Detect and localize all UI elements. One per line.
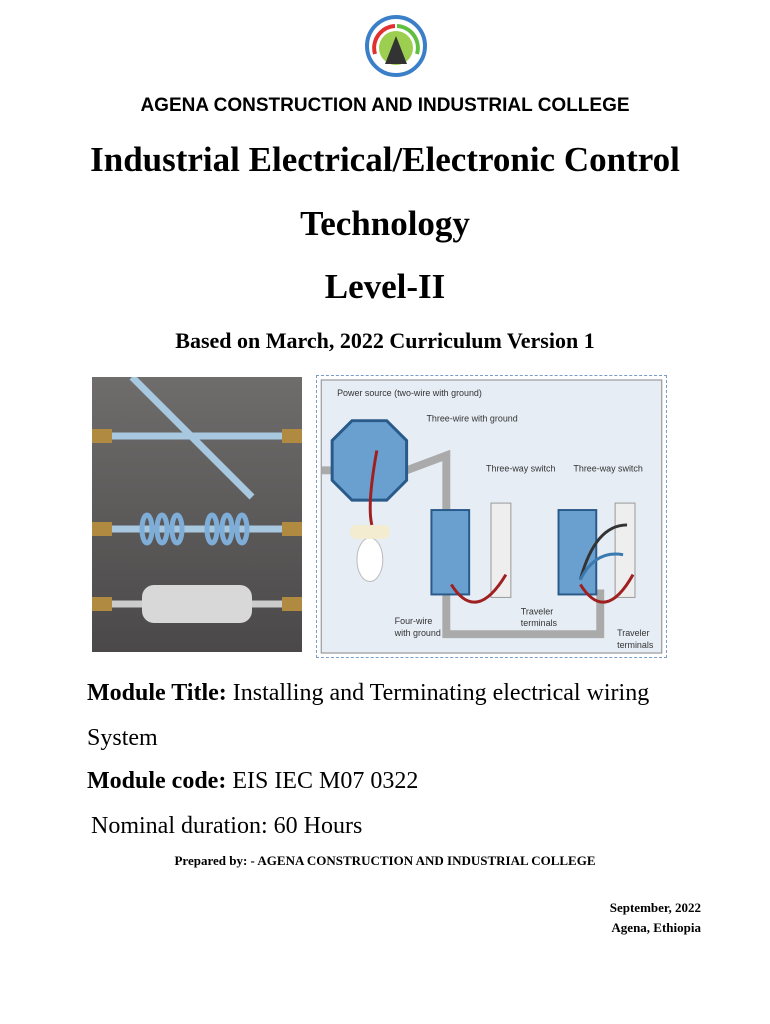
label-three-wire: Three-wire with ground [426, 414, 517, 424]
curriculum-basis: Based on March, 2022 Curriculum Version … [175, 328, 595, 353]
college-logo [365, 15, 427, 77]
module-code-value: EIS IEC M07 0322 [226, 768, 419, 794]
title-line-2: Technology [300, 204, 470, 243]
three-way-switch-wiring-diagram: Power source (two-wire with ground) Thre… [316, 375, 667, 658]
module-code-label: Module code: [87, 768, 227, 794]
label-traveler-1b: terminals [521, 618, 558, 628]
label-switch-2: Three-way switch [573, 463, 642, 473]
module-title-continued: System [87, 725, 158, 751]
label-traveler-1a: Traveler [521, 606, 553, 616]
title-line-1: Industrial Electrical/Electronic Control [90, 140, 680, 179]
label-traveler-2a: Traveler [617, 628, 649, 638]
label-four-wire-1: Four-wire [395, 616, 433, 626]
nominal-duration: Nominal duration: 60 Hours [91, 813, 363, 839]
label-power-source: Power source (two-wire with ground) [337, 388, 482, 398]
module-title-label: Module Title: [87, 680, 227, 706]
publication-place: Agena, Ethiopia [611, 920, 701, 935]
wire-splice-photo [92, 377, 302, 652]
title-level: Level-II [324, 267, 446, 306]
prepared-by: Prepared by: - AGENA CONSTRUCTION AND IN… [174, 853, 596, 868]
label-traveler-2b: terminals [617, 640, 654, 650]
label-switch-1: Three-way switch [486, 463, 555, 473]
label-four-wire-2: with ground [394, 628, 441, 638]
module-title: Module Title: Installing and Terminating… [87, 680, 649, 707]
module-code: Module code: EIS IEC M07 0322 [87, 768, 418, 795]
college-name: AGENA CONSTRUCTION AND INDUSTRIAL COLLEG… [140, 95, 630, 116]
publication-date: September, 2022 [609, 900, 701, 915]
module-title-value: Installing and Terminating electrical wi… [226, 680, 650, 706]
